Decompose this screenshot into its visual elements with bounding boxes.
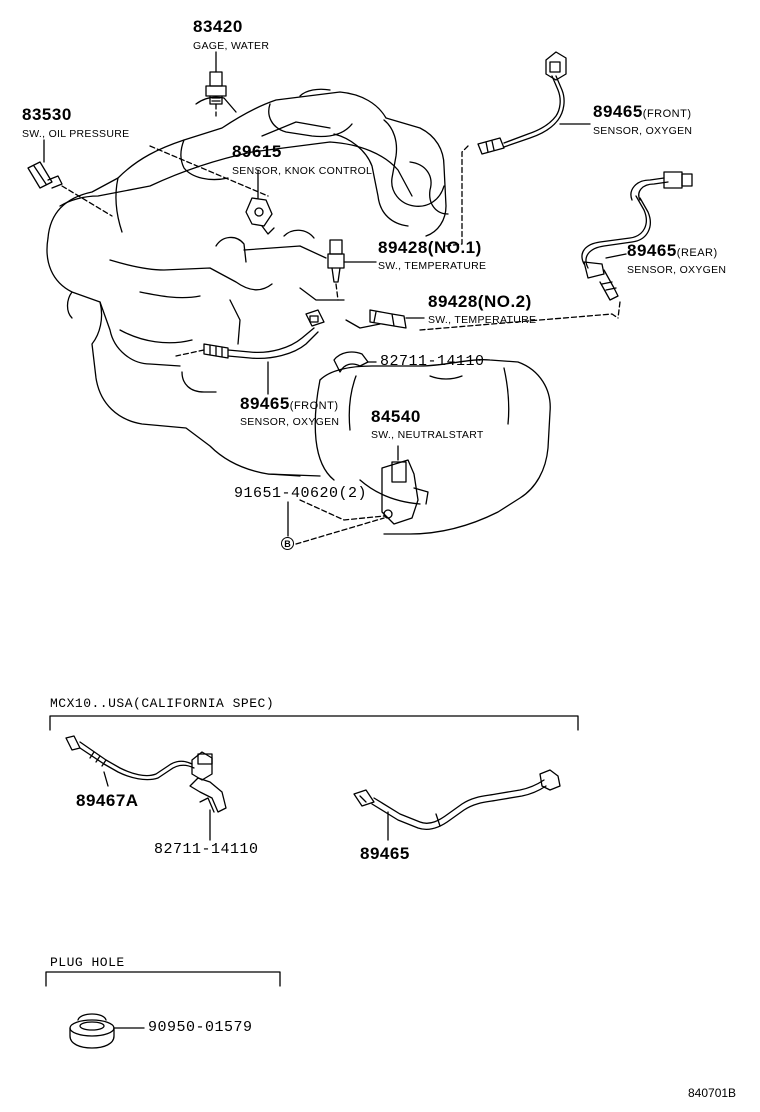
plug-hole-part-90950: 90950-01579	[148, 1019, 253, 1036]
part-qualifier: (FRONT)	[642, 108, 692, 120]
calif-part-89465: 89465	[360, 844, 410, 863]
calif-part-82711: 82711-14110	[154, 841, 259, 858]
callout-83420: 83420 GAGE, WATER	[193, 18, 269, 52]
part-number: 91651-40620	[234, 485, 339, 502]
oxygen-sensor-front-top-part	[478, 52, 566, 154]
oxygen-sensor-front-low-part	[204, 310, 324, 358]
part-number: 83420	[193, 17, 243, 36]
part-number: 89465	[240, 394, 290, 413]
figure-reference: 840701B	[688, 1086, 737, 1100]
part-number: 89615	[232, 142, 282, 161]
clamp-part	[334, 352, 368, 372]
knock-sensor-part	[246, 198, 274, 234]
clamp-82711-part	[190, 778, 226, 812]
part-description: SW., OIL PRESSURE	[22, 128, 130, 140]
part-description: SW., TEMPERATURE	[378, 260, 487, 272]
callout-89465-rear: 89465(REAR) SENSOR, OXYGEN	[627, 242, 726, 276]
callout-82711: 82711-14110	[380, 353, 485, 370]
callout-89615: 89615 SENSOR, KNOK CONTROL	[232, 143, 372, 177]
neutral-start-switch-part	[382, 460, 428, 524]
part-description: SENSOR, OXYGEN	[627, 264, 727, 276]
part-number: 83530	[22, 105, 72, 124]
engine-block-outline	[47, 89, 550, 534]
plug-hole-section-heading: PLUG HOLE	[50, 955, 125, 970]
plug-hole-section-bracket	[46, 972, 280, 986]
bolt-marker-b-icon: B	[281, 537, 294, 550]
part-number: 89465	[593, 102, 643, 121]
california-section-bracket	[50, 716, 578, 730]
oxygen-sensor-89465-calif-part	[354, 770, 560, 829]
part-qualifier: (REAR)	[676, 247, 718, 259]
part-number: 89428	[428, 292, 478, 311]
gage-water-part	[206, 72, 226, 104]
callout-84540: 84540 SW., NEUTRALSTART	[371, 408, 484, 441]
callout-89428-no1: 89428(NO.1) SW., TEMPERATURE	[378, 239, 486, 272]
calif-part-89467a: 89467A	[76, 791, 139, 810]
plug-hole-grommet-part	[70, 1014, 114, 1048]
temperature-switch-no1-part	[328, 240, 344, 282]
callout-83530: 83530 SW., OIL PRESSURE	[22, 106, 129, 140]
callout-89465-front-low: 89465(FRONT) SENSOR, OXYGEN	[240, 395, 339, 428]
callout-89428-no2: 89428(NO.2) SW., TEMPERATURE	[428, 293, 536, 326]
part-number: 89465	[627, 241, 677, 260]
part-qualifier: (NO.2)	[477, 292, 532, 311]
part-description: SW., TEMPERATURE	[428, 314, 537, 326]
part-qualifier: (2)	[338, 485, 368, 502]
part-qualifier: (NO.1)	[427, 238, 482, 257]
part-description: SENSOR, KNOK CONTROL	[232, 165, 373, 177]
california-section-heading: MCX10..USA(CALIFORNIA SPEC)	[50, 696, 275, 711]
part-description: SW., NEUTRALSTART	[371, 429, 484, 441]
oxygen-sensor-89467a-part	[66, 736, 212, 780]
oil-pressure-switch-part	[28, 162, 62, 188]
part-qualifier: (FRONT)	[289, 400, 339, 412]
part-number: 84540	[371, 407, 421, 426]
part-number: 89428	[378, 238, 428, 257]
part-description: SENSOR, OXYGEN	[240, 416, 340, 428]
callout-91651: 91651-40620(2)	[234, 486, 367, 501]
temperature-switch-no2-part	[370, 310, 406, 328]
part-description: SENSOR, OXYGEN	[593, 125, 693, 137]
callout-89465-front-top: 89465(FRONT) SENSOR, OXYGEN	[593, 103, 692, 137]
oxygen-sensor-rear-part	[582, 172, 692, 300]
part-description: GAGE, WATER	[193, 40, 270, 52]
